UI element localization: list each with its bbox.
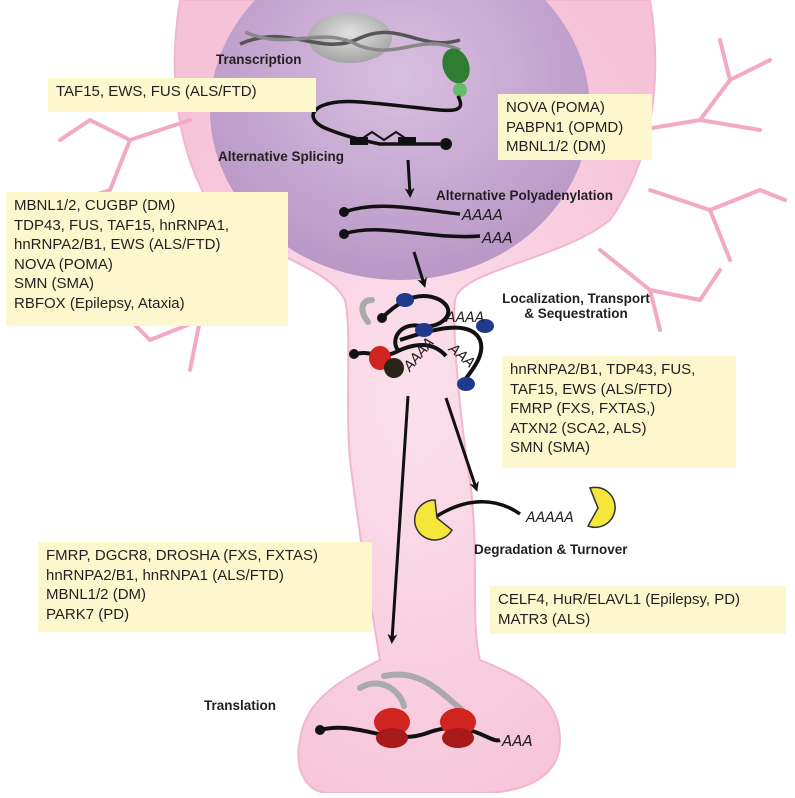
polya-tail-loc: AAAA [445, 310, 484, 326]
callout-line: hnRNPA2/B1, hnRNPA1 (ALS/FTD) [46, 566, 284, 584]
rbp-bead-icon [476, 319, 494, 333]
rna-polymerase-icon [442, 48, 470, 84]
rbp-bead-icon [396, 293, 414, 307]
callout-line: CELF4, HuR/ELAVL1 (Epilepsy, PD) [498, 591, 741, 608]
callout-line: hnRNPA2/B1, EWS (ALS/FTD) [14, 236, 221, 253]
callout-line: TAF15, EWS (ALS/FTD) [510, 380, 673, 398]
callout-splicing-left: MBNL1/2, CUGBP (DM) TDP43, FUS, TAF15, h… [6, 192, 288, 326]
polya-tail-long: AAAA [461, 206, 503, 224]
apa-transcripts [343, 204, 481, 239]
callout-line: TDP43, FUS, TAF15, hnRNPA1, [14, 216, 230, 234]
exon [398, 137, 416, 145]
callout-line: ATXN2 (SCA2, ALS) [510, 419, 647, 437]
cap-icon [453, 83, 467, 97]
label-alternative-polyadenylation: Alternative Polyadenylation [436, 188, 614, 203]
translation-mrna [315, 671, 501, 743]
rna-end [440, 138, 452, 150]
arrow-icon [387, 395, 410, 644]
label-localization-line2: & Sequestration [524, 306, 628, 321]
callout-degradation: CELF4, HuR/ELAVL1 (Epilepsy, PD) MATR3 (… [490, 586, 786, 634]
polya-tail-degradation: AAAAA [525, 510, 574, 526]
rna-end [339, 229, 349, 239]
callout-line: SMN (SMA) [14, 275, 94, 292]
arrow-icon [444, 397, 479, 492]
callout-line: NOVA (POMA) [14, 255, 113, 273]
label-localization-line1: Localization, Transport [502, 291, 650, 306]
exon [350, 137, 368, 145]
callout-line: FMRP (FXS, FXTAS,) [510, 400, 656, 417]
callout-line: MBNL1/2 (DM) [46, 586, 147, 603]
rbp-bead-icon [384, 358, 404, 378]
rna-end [339, 207, 349, 217]
polya-tail-translation: AAA [501, 732, 533, 750]
callout-line: MATR3 (ALS) [498, 610, 591, 628]
callout-line: SMN (SMA) [510, 439, 590, 456]
arrow-icon [412, 251, 427, 288]
arrow-icon [404, 159, 415, 198]
label-transcription: Transcription [216, 52, 302, 67]
exonuclease-pacman-icon [413, 499, 453, 541]
label-localization: Localization, Transport & Sequestration [496, 291, 656, 321]
callout-line: hnRNPA2/B1, TDP43, FUS, [510, 361, 696, 378]
callout-transcription: TAF15, EWS, FUS (ALS/FTD) [48, 78, 316, 112]
callout-line: NOVA (POMA) [506, 99, 605, 116]
callout-splicing-right: NOVA (POMA) PABPN1 (OPMD) MBNL1/2 (DM) [498, 94, 652, 160]
callout-translation: FMRP, DGCR8, DROSHA (FXS, FXTAS) hnRNPA2… [38, 542, 372, 632]
label-translation: Translation [204, 698, 277, 713]
callout-line: RBFOX (Epilepsy, Ataxia) [14, 294, 185, 312]
rbp-bead-icon [457, 377, 475, 391]
callout-line: FMRP, DGCR8, DROSHA (FXS, FXTAS) [46, 547, 318, 564]
degradation-mrna [413, 486, 616, 541]
dna-strands [239, 30, 461, 52]
callout-line: MBNL1/2 (DM) [506, 138, 607, 155]
callout-localization: hnRNPA2/B1, TDP43, FUS, TAF15, EWS (ALS/… [502, 356, 736, 468]
callout-line: PABPN1 (OPMD) [506, 118, 624, 136]
ribosome-icon [440, 708, 476, 748]
polya-tail-short: AAA [481, 229, 513, 247]
label-alternative-splicing: Alternative Splicing [218, 149, 345, 164]
label-degradation: Degradation & Turnover [474, 542, 628, 557]
ribosome-icon [374, 708, 410, 748]
callout-line: PARK7 (PD) [46, 605, 130, 623]
rbp-bead-icon [415, 323, 433, 337]
exonuclease-pacman-icon [586, 486, 616, 529]
callout-line: MBNL1/2, CUGBP (DM) [14, 197, 176, 214]
callout-line: TAF15, EWS, FUS (ALS/FTD) [56, 83, 257, 100]
